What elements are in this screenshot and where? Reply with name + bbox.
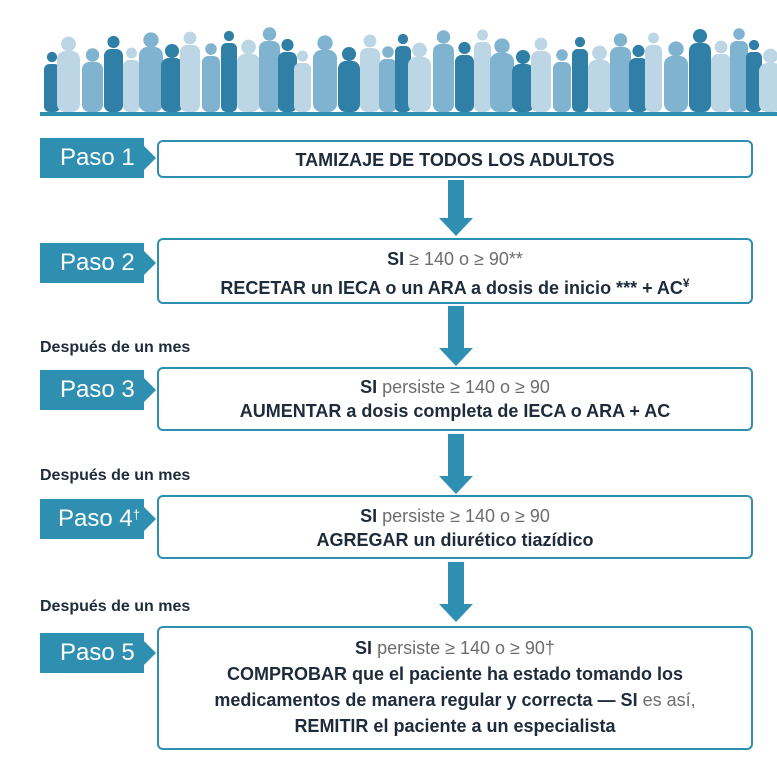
arrow-1 bbox=[439, 180, 473, 237]
person-silhouette bbox=[588, 45, 611, 112]
arrow-2 bbox=[439, 306, 473, 366]
person-silhouette bbox=[433, 30, 454, 112]
person-silhouette bbox=[474, 29, 491, 112]
person-silhouette bbox=[395, 33, 411, 112]
person-silhouette bbox=[664, 41, 688, 112]
step-3-tag: Paso 3 bbox=[40, 370, 156, 410]
person-silhouette bbox=[553, 49, 571, 112]
person-silhouette bbox=[629, 44, 648, 112]
person-silhouette bbox=[572, 36, 588, 112]
person-silhouette bbox=[202, 43, 220, 112]
person-silhouette bbox=[278, 38, 297, 112]
step-4-line-2: AGREGAR un diurético tiazídico bbox=[316, 530, 594, 550]
person-silhouette bbox=[338, 46, 360, 112]
person-silhouette bbox=[490, 38, 514, 112]
person-silhouette bbox=[689, 28, 711, 112]
person-silhouette bbox=[455, 41, 474, 112]
step-2-line-1: SI ≥ 140 o ≥ 90** bbox=[387, 249, 523, 269]
step-4-tag: Paso 4† bbox=[40, 499, 156, 539]
person-silhouette bbox=[161, 43, 183, 112]
step-3-line-1: SI persiste ≥ 140 o ≥ 90 bbox=[360, 377, 550, 397]
person-silhouette bbox=[730, 28, 748, 112]
person-silhouette bbox=[221, 30, 237, 112]
person-silhouette bbox=[259, 27, 280, 112]
person-silhouette bbox=[408, 42, 431, 112]
arrow-4 bbox=[439, 562, 473, 622]
step-5-line-3: medicamentos de manera regular y correct… bbox=[214, 690, 696, 710]
person-silhouette bbox=[237, 39, 260, 112]
step-1-line-1: TAMIZAJE DE TODOS LOS ADULTOS bbox=[295, 150, 615, 170]
person-silhouette bbox=[139, 32, 163, 112]
step-5-tag: Paso 5 bbox=[40, 633, 156, 673]
crowd-baseline bbox=[40, 112, 777, 116]
step-5-line-1: SI persiste ≥ 140 o ≥ 90† bbox=[355, 638, 555, 658]
crowd-illustration bbox=[40, 27, 777, 116]
person-silhouette bbox=[759, 48, 777, 112]
step-5-box: SI persiste ≥ 140 o ≥ 90† COMPROBAR que … bbox=[157, 626, 753, 750]
step-2-line-2: RECETAR un IECA o un ARA a dosis de inic… bbox=[220, 276, 690, 298]
person-silhouette bbox=[610, 33, 631, 112]
step-4-line-1: SI persiste ≥ 140 o ≥ 90 bbox=[360, 506, 550, 526]
after-label-1: Después de un mes bbox=[40, 339, 191, 356]
arrow-3 bbox=[439, 434, 473, 494]
after-label-2: Después de un mes bbox=[40, 467, 191, 484]
step-1-tag: Paso 1 bbox=[40, 138, 156, 178]
step-2-tag: Paso 2 bbox=[40, 243, 156, 283]
person-silhouette bbox=[313, 35, 337, 112]
person-silhouette bbox=[82, 48, 103, 112]
person-silhouette bbox=[531, 37, 551, 112]
step-1-box: TAMIZAJE DE TODOS LOS ADULTOS bbox=[157, 140, 753, 178]
person-silhouette bbox=[512, 49, 534, 112]
person-silhouette bbox=[294, 50, 311, 112]
person-silhouette bbox=[379, 46, 397, 112]
person-silhouette bbox=[123, 47, 140, 112]
step-3-line-2: AUMENTAR a dosis completa de IECA o ARA … bbox=[239, 401, 671, 421]
person-silhouette bbox=[746, 39, 762, 112]
person-silhouette bbox=[180, 31, 200, 112]
step-3-box: SI persiste ≥ 140 o ≥ 90 AUMENTAR a dosi… bbox=[157, 367, 753, 431]
person-silhouette bbox=[645, 32, 662, 112]
person-silhouette bbox=[57, 36, 80, 112]
person-silhouette bbox=[44, 51, 60, 112]
step-4-box: SI persiste ≥ 140 o ≥ 90 AGREGAR un diur… bbox=[157, 495, 753, 559]
step-2-box: SI ≥ 140 o ≥ 90** RECETAR un IECA o un A… bbox=[157, 238, 753, 304]
step-5-line-2: COMPROBAR que el paciente ha estado toma… bbox=[226, 664, 684, 684]
person-silhouette bbox=[104, 35, 123, 112]
person-silhouette bbox=[711, 40, 731, 112]
person-silhouette bbox=[360, 34, 380, 112]
after-label-3: Después de un mes bbox=[40, 598, 191, 615]
step-5-line-4: REMITIR el paciente a un especialista bbox=[294, 716, 616, 736]
